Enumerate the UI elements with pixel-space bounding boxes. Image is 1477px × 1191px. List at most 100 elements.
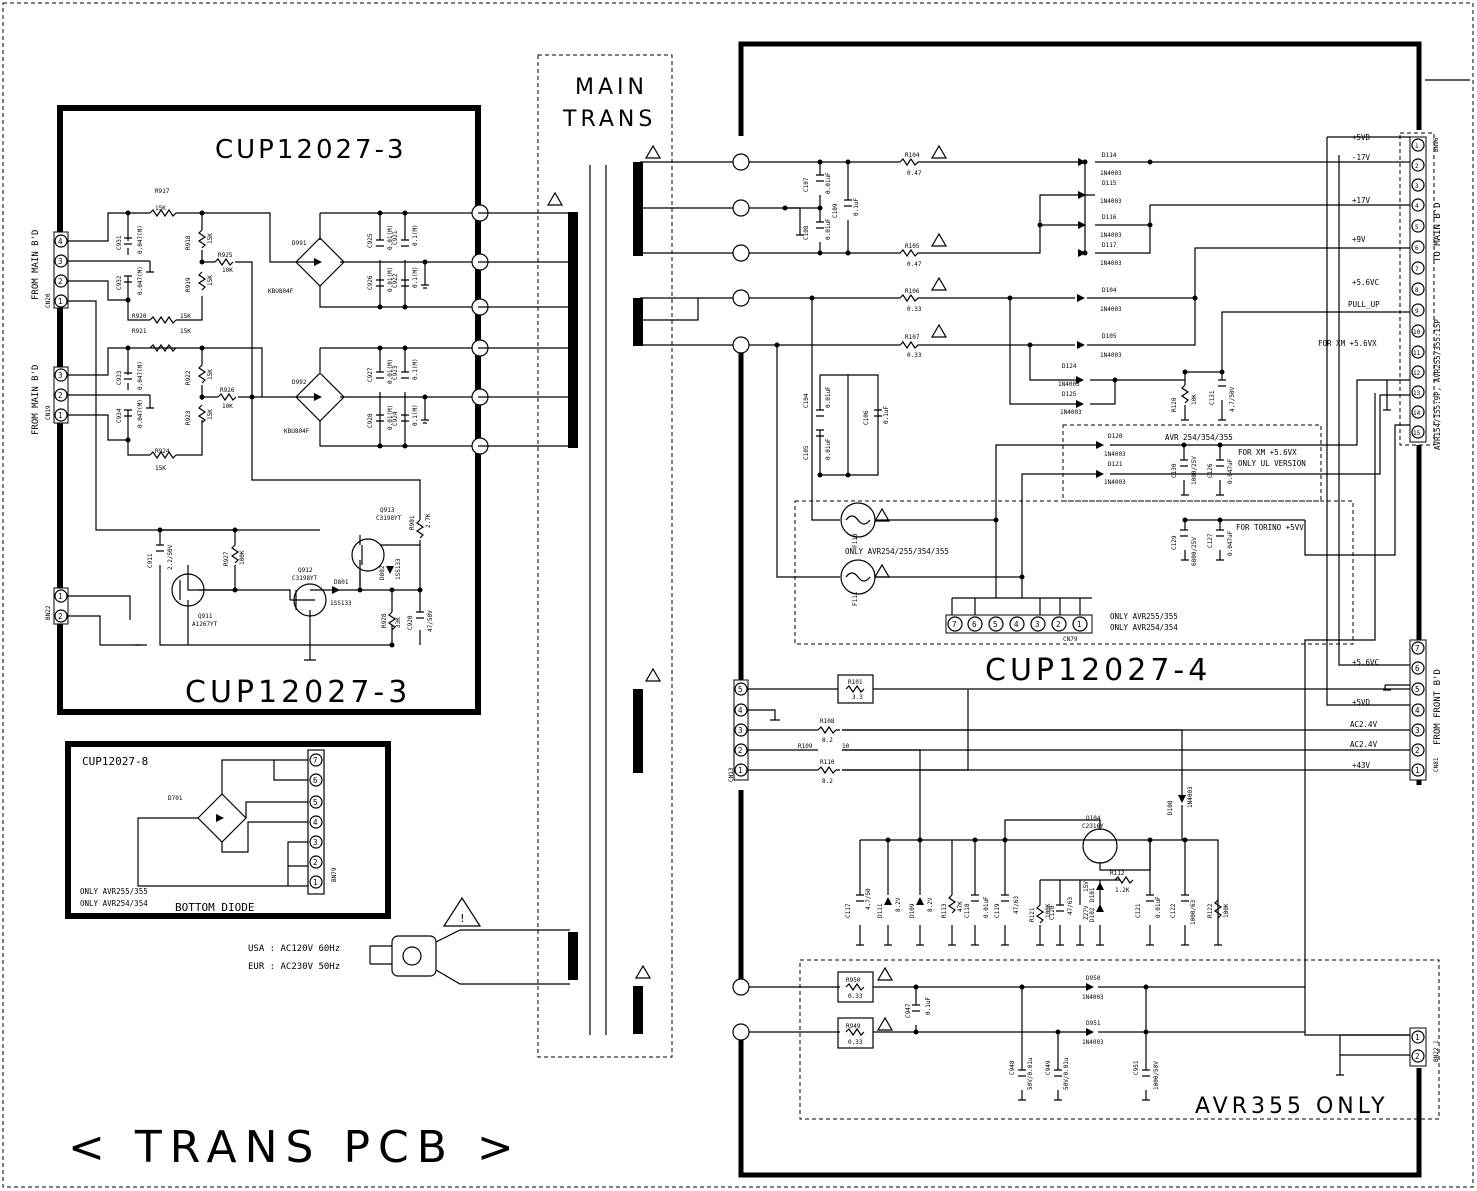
cup8-wiring xyxy=(137,749,325,895)
svg-text:D991: D991 xyxy=(292,240,307,247)
plug-eur-label: EUR : AC230V 50Hz xyxy=(248,962,340,972)
svg-text:1N4003: 1N4003 xyxy=(1082,994,1104,1001)
svg-text:0.47: 0.47 xyxy=(907,261,922,268)
board-label-cup12027-3-top: CUP12027-3 xyxy=(215,135,407,165)
svg-text:C923: C923 xyxy=(392,365,399,380)
svg-text:C934: C934 xyxy=(116,408,123,423)
svg-text:C3198YT: C3198YT xyxy=(376,515,402,522)
svg-text:50V/0.01u: 50V/0.01u xyxy=(1027,1057,1034,1090)
svg-text:0.01(M): 0.01(M) xyxy=(387,405,394,430)
svg-text:1N4003: 1N4003 xyxy=(1100,260,1122,267)
svg-text:R104: R104 xyxy=(905,152,920,159)
svg-text:1: 1 xyxy=(1415,766,1420,775)
svg-text:C931: C931 xyxy=(116,235,123,250)
svg-text:8.2: 8.2 xyxy=(822,778,833,785)
svg-text:R949: R949 xyxy=(846,1023,861,1030)
board-label-cup12027-8: CUP12027-8 xyxy=(82,755,148,768)
svg-text:C951: C951 xyxy=(1133,1060,1140,1075)
svg-text:C129: C129 xyxy=(1171,535,1178,550)
svg-text:KBU804F: KBU804F xyxy=(284,428,310,435)
svg-text:C131: C131 xyxy=(1209,390,1216,405)
svg-text:0.1(M): 0.1(M) xyxy=(412,404,419,426)
svg-text:6800/25V: 6800/25V xyxy=(1191,537,1198,566)
svg-text:2: 2 xyxy=(738,746,743,755)
svg-text:2: 2 xyxy=(1056,620,1061,629)
svg-text:1SS133: 1SS133 xyxy=(330,600,352,607)
connector-label-cn13: CN13 xyxy=(728,767,735,782)
svg-text:3: 3 xyxy=(58,371,63,380)
svg-text:2: 2 xyxy=(1415,746,1420,755)
svg-text:ONLY AVR254/255/354/355: ONLY AVR254/255/354/355 xyxy=(845,547,949,556)
svg-text:0.047uF: 0.047uF xyxy=(1227,530,1234,556)
svg-text:3: 3 xyxy=(313,838,318,847)
svg-text:D121: D121 xyxy=(1108,461,1123,468)
svg-text:D111: D111 xyxy=(877,903,884,918)
svg-text:1: 1 xyxy=(58,592,63,601)
svg-text:C927: C927 xyxy=(367,367,374,382)
svg-text:A1267YT: A1267YT xyxy=(192,621,218,628)
svg-text:13: 13 xyxy=(1413,390,1421,397)
svg-text:2: 2 xyxy=(313,858,318,867)
svg-text:C105: C105 xyxy=(803,445,810,460)
svg-text:47K: 47K xyxy=(957,901,964,912)
svg-text:5: 5 xyxy=(1415,685,1420,694)
svg-text:3: 3 xyxy=(738,726,743,735)
svg-text:4.7/50V: 4.7/50V xyxy=(1229,386,1236,412)
svg-text:1: 1 xyxy=(58,411,63,420)
svg-text:0.01uF: 0.01uF xyxy=(1155,896,1162,918)
svg-text:0.047uF: 0.047uF xyxy=(1227,458,1234,484)
connector-cn79 xyxy=(945,614,1093,634)
torino-box xyxy=(794,500,1354,645)
svg-text:4: 4 xyxy=(738,706,743,715)
svg-text:D104: D104 xyxy=(1102,287,1117,294)
svg-text:3: 3 xyxy=(58,257,63,266)
svg-text:15K: 15K xyxy=(207,275,214,286)
svg-text:0.1(M): 0.1(M) xyxy=(412,358,419,380)
svg-text:1: 1 xyxy=(1415,143,1419,150)
from-main-label-1: FROM MAIN B'D xyxy=(31,230,41,300)
svg-text:C949: C949 xyxy=(1045,1060,1052,1075)
svg-text:C119: C119 xyxy=(994,903,1001,918)
svg-text:15K: 15K xyxy=(155,205,166,212)
svg-text:8.2V: 8.2V xyxy=(895,897,902,912)
svg-text:R110: R110 xyxy=(820,759,835,766)
svg-text:0.01uF: 0.01uF xyxy=(825,172,832,194)
svg-text:2: 2 xyxy=(1415,163,1419,170)
svg-text:D117: D117 xyxy=(1102,242,1117,249)
svg-text:4: 4 xyxy=(58,237,63,246)
svg-text:R109: R109 xyxy=(798,743,813,750)
svg-text:R105: R105 xyxy=(905,243,920,250)
svg-text:Q911: Q911 xyxy=(198,613,213,620)
svg-text:C126: C126 xyxy=(1207,463,1214,478)
svg-text:F110: F110 xyxy=(852,533,859,548)
svg-text:0.047(M): 0.047(M) xyxy=(137,399,144,428)
cup4-wiring xyxy=(478,79,1470,1100)
svg-text:3.3: 3.3 xyxy=(852,694,863,701)
cup4-caps xyxy=(770,174,1391,1101)
svg-text:R113: R113 xyxy=(941,903,948,918)
board-label-cup12027-3-bottom: CUP12027-3 xyxy=(185,675,411,710)
svg-text:0.01uF: 0.01uF xyxy=(825,218,832,240)
svg-text:2: 2 xyxy=(58,391,63,400)
svg-text:5: 5 xyxy=(313,798,318,807)
svg-text:KBU804F: KBU804F xyxy=(268,288,294,295)
svg-text:2: 2 xyxy=(1415,1052,1420,1061)
plug-warning-mark: ! xyxy=(459,912,466,925)
svg-text:ONLY AVR255/355: ONLY AVR255/355 xyxy=(1110,612,1178,621)
connector-label-cn81: CN81 xyxy=(1433,757,1440,772)
svg-text:1000/63: 1000/63 xyxy=(1190,899,1197,925)
svg-text:C130: C130 xyxy=(1171,463,1178,478)
svg-text:D114: D114 xyxy=(1102,152,1117,159)
connector-bn79 xyxy=(309,753,323,889)
board-cup12027-8 xyxy=(65,741,391,919)
svg-text:R918: R918 xyxy=(185,235,192,250)
svg-text:-17V: -17V xyxy=(1352,153,1371,162)
svg-text:D802: D802 xyxy=(379,565,386,580)
svg-text:C933: C933 xyxy=(116,370,123,385)
svg-text:1N4003: 1N4003 xyxy=(1104,451,1126,458)
svg-text:+5VD: +5VD xyxy=(1352,698,1371,707)
